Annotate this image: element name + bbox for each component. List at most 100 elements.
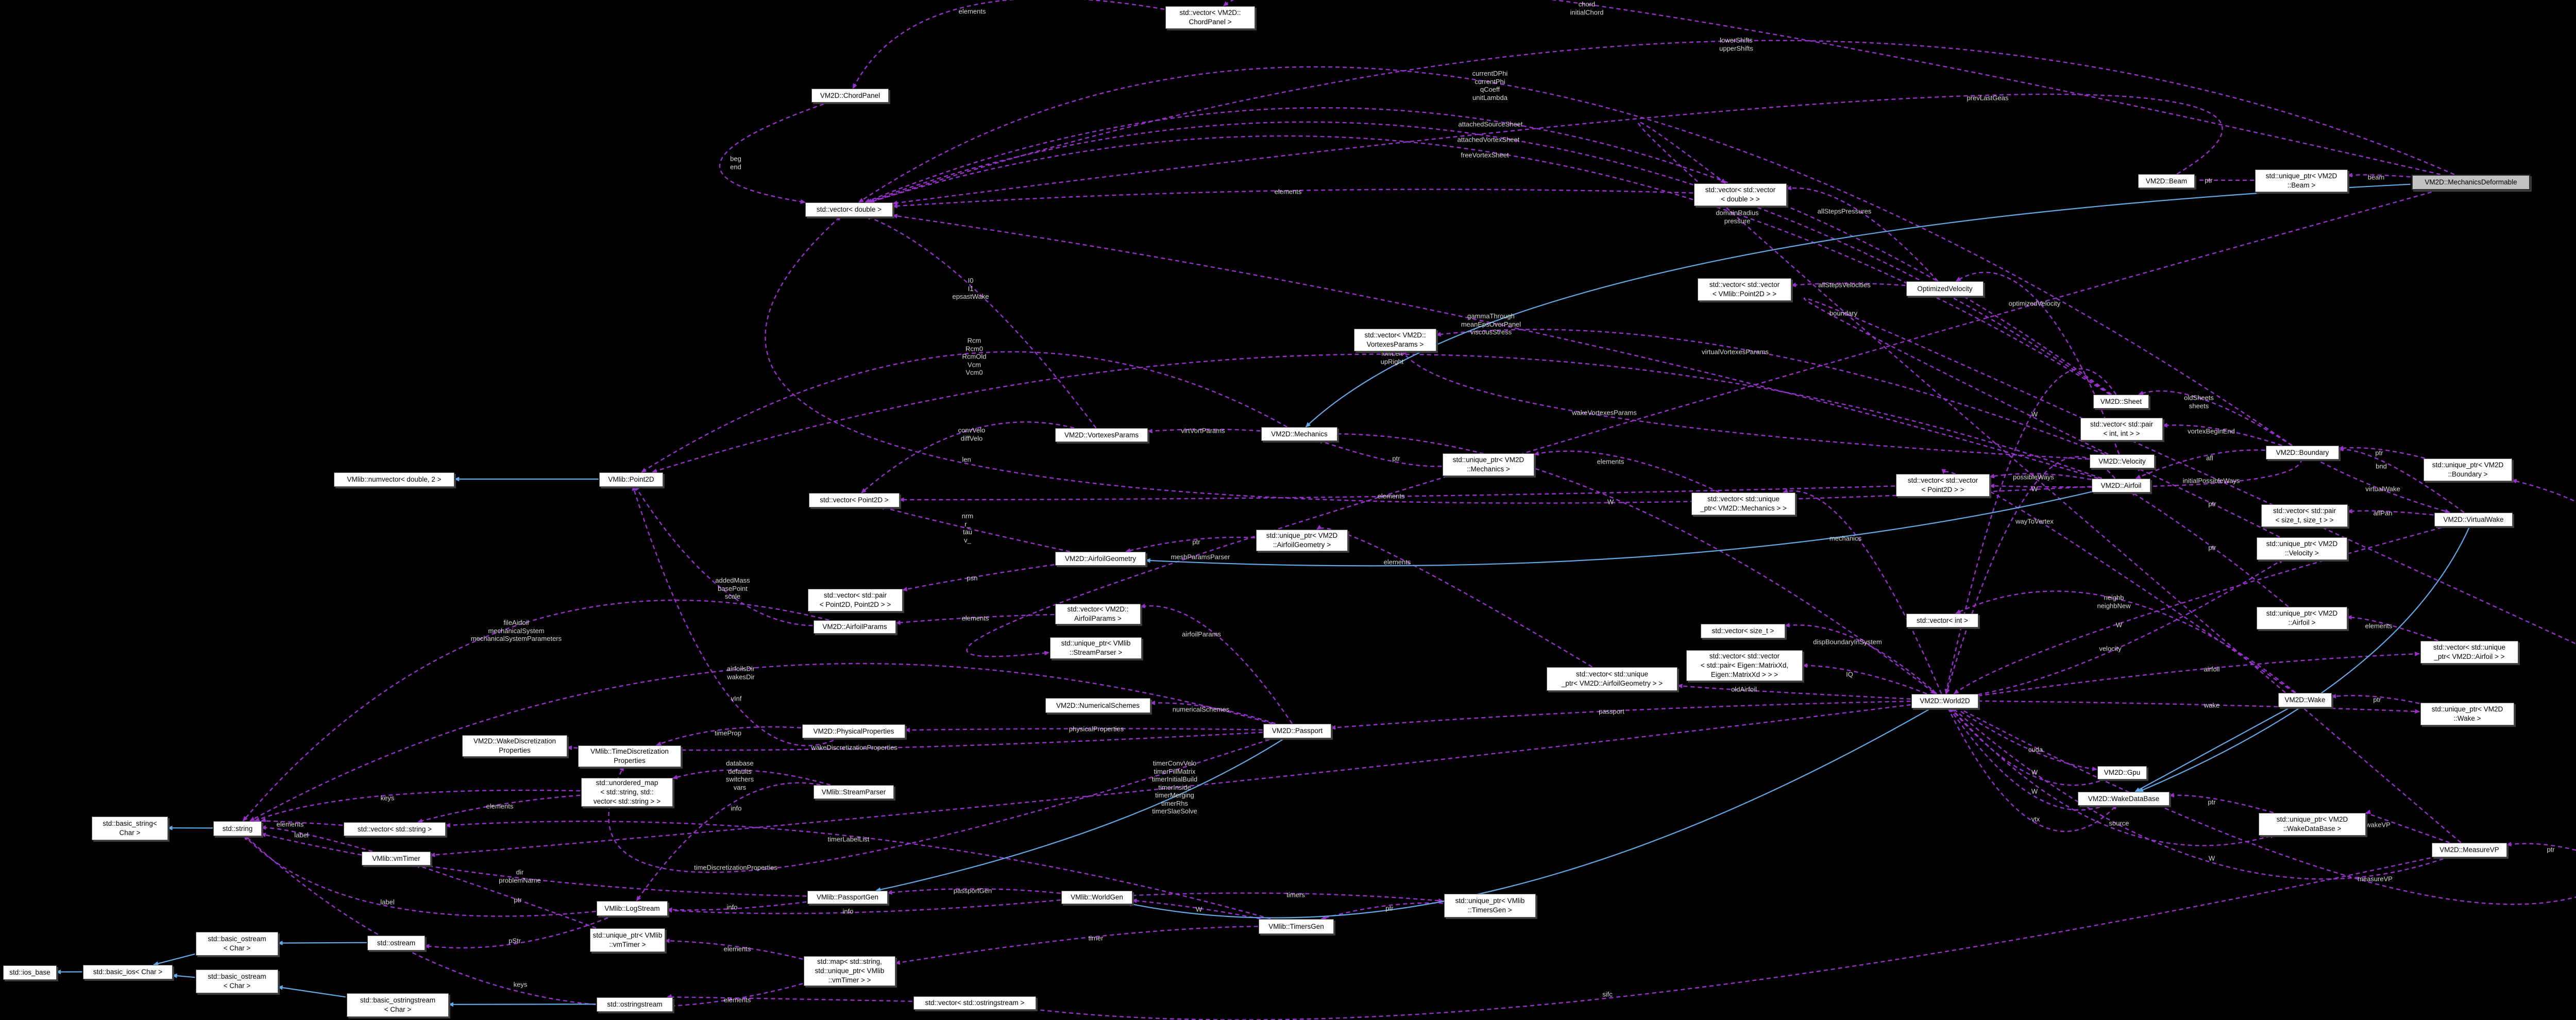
edge-wakedb-world2d: [1948, 707, 2107, 811]
edge-wake-vecvec_p2d: [1941, 469, 2295, 693]
node-vec_string[interactable]: std::vector< std::string >: [344, 822, 446, 836]
edge-measurevp-uptr_wakedb: [2365, 810, 2450, 843]
node-vortparams[interactable]: VM2D::VortexesParams: [1055, 428, 1148, 442]
node-worldgen[interactable]: VMlib::WorldGen: [1061, 891, 1132, 904]
node-uptr_timersgen[interactable]: std::unique_ptr< VMlib ::TimersGen >: [1444, 894, 1536, 917]
edge-passport-physprops: [905, 727, 1263, 733]
edge-world2d-worldgen: [1126, 707, 1933, 919]
edge-airfoil-vecvec_p2d: [1989, 473, 2092, 481]
edge-mechdef-vec_chordpanel: [1223, 0, 2441, 175]
node-string[interactable]: std::string: [213, 821, 262, 836]
node-basic_ostream2[interactable]: std::basic_ostream < Char >: [196, 970, 278, 993]
node-uptr_vmtimer[interactable]: std::unique_ptr< VMlib ::vmTimer >: [590, 928, 665, 952]
edge-world2d-vmtimer: [430, 704, 1911, 857]
node-basicstring[interactable]: std::basic_string< Char >: [92, 817, 168, 840]
node-basic_ostream1[interactable]: std::basic_ostream < Char >: [196, 932, 278, 956]
node-logstream[interactable]: VMlib::LogStream: [597, 901, 668, 916]
node-vec_pair_sizet[interactable]: std::vector< std::pair < size_t, size_t …: [2261, 504, 2348, 527]
node-uptr_airfoil[interactable]: std::unique_ptr< VM2D ::Airfoil >: [2257, 607, 2347, 630]
node-uptr_wakedb[interactable]: std::unique_ptr< VM2D ::WakeDataBase >: [2259, 813, 2366, 836]
node-vec_double[interactable]: std::vector< double >: [805, 202, 893, 217]
edge-uptr_velocity-velocity: [2135, 467, 2280, 538]
edge-velocity-vec_vortparams: [1401, 350, 2089, 460]
edge-world2d-uptr_velocity: [1978, 558, 2284, 695]
edge-streamparser-umap: [672, 769, 831, 786]
node-mechdef[interactable]: VM2D::MechanicsDeformable: [2412, 175, 2530, 190]
edge-passport-vec_afparams: [1140, 603, 1293, 724]
node-chordpanel[interactable]: VM2D::ChordPanel: [811, 89, 889, 103]
node-vecvec_double[interactable]: std::vector< std::vector < double > >: [1694, 183, 1787, 206]
node-oss[interactable]: std::ostringstream: [597, 997, 673, 1012]
node-vec_uptr_airfoil[interactable]: std::vector< std::unique _ptr< VM2D::Air…: [2420, 641, 2518, 664]
node-physprops[interactable]: VM2D::PhysicalProperties: [802, 724, 905, 738]
edge-mechanics-vortparams: [1147, 428, 1261, 434]
node-passport[interactable]: VM2D::Passport: [1263, 724, 1331, 738]
node-vec_uptr_afgeom[interactable]: std::vector< std::unique _ptr< VM2D::Air…: [1547, 667, 1677, 691]
node-timersgen[interactable]: VMlib::TimersGen: [1259, 919, 1334, 934]
node-afparams[interactable]: VM2D::AirfoilParams: [814, 620, 896, 634]
node-uptr_mech[interactable]: std::unique_ptr< VM2D ::Mechanics >: [1443, 453, 1534, 476]
node-sheet[interactable]: VM2D::Sheet: [2093, 395, 2149, 409]
node-ostream[interactable]: std::ostream: [367, 936, 425, 950]
node-afgeom[interactable]: VM2D::AirfoilGeometry: [1055, 552, 1146, 566]
node-airfoil[interactable]: VM2D::Airfoil: [2092, 479, 2150, 492]
node-vmtimer[interactable]: VMlib::vmTimer: [362, 852, 431, 865]
edge-passportgen-logstream: [667, 901, 807, 912]
edge-sheet-world2d: [1944, 368, 2117, 694]
node-point2d[interactable]: VMlib::Point2D: [599, 472, 663, 487]
node-vec_uptr_mech[interactable]: std::vector< std::unique _ptr< VM2D::Mec…: [1691, 492, 1795, 515]
node-vec_vortparams[interactable]: std::vector< VM2D:: VortexesParams >: [1354, 329, 1436, 351]
edge-airfoil-vec_double: [892, 213, 2099, 479]
node-measurevp[interactable]: VM2D::MeasureVP: [2432, 843, 2507, 857]
node-wakedb[interactable]: VM2D::WakeDataBase: [2078, 792, 2170, 806]
edge-vec_oss-oss: [667, 994, 912, 1002]
node-velocity[interactable]: VM2D::Velocity: [2090, 454, 2155, 468]
edge-mechdef-vec_double: [869, 40, 2455, 203]
edge-world2d-vec_uptr_airfoil: [1978, 651, 2420, 696]
node-vec_sizet[interactable]: std::vector< size_t >: [1701, 624, 1785, 638]
node-vecvec_vmlibp2d[interactable]: std::vector< std::vector < VMlib::Point2…: [1698, 278, 1791, 301]
node-passportgen[interactable]: VMlib::PassportGen: [807, 891, 888, 904]
edge-measurevp-vec_oss: [1028, 856, 2438, 1020]
node-mechanics[interactable]: VM2D::Mechanics: [1261, 427, 1337, 441]
edge-optvel-vecvec_vmlibp2d: [1790, 282, 1906, 287]
node-boundary[interactable]: VM2D::Boundary: [2266, 446, 2339, 460]
node-gpu[interactable]: VM2D::Gpu: [2097, 766, 2147, 779]
node-wakediscr[interactable]: VM2D::WakeDiscretization Properties: [462, 735, 567, 757]
node-uptr_wake[interactable]: std::unique_ptr< VM2D ::Wake >: [2420, 703, 2514, 725]
node-vecvec_p2d[interactable]: std::vector< std::vector < Point2D > >: [1896, 474, 1990, 497]
node-wake[interactable]: VM2D::Wake: [2278, 693, 2332, 707]
node-uptr_streamparser[interactable]: std::unique_ptr< VMlib ::StreamParser >: [1050, 637, 1142, 659]
edge-map_timer-string: [244, 835, 803, 1008]
edge-vec_string-string: [260, 818, 343, 826]
node-optvel[interactable]: OptimizedVelocity: [1906, 281, 1984, 296]
node-vecvec_eigen[interactable]: std::vector< std::vector < std::pair< Ei…: [1686, 650, 1803, 681]
node-numschemes[interactable]: VM2D::NumericalSchemes: [1045, 698, 1150, 713]
node-map_timer[interactable]: std::map< std::string, std::unique_ptr< …: [804, 956, 895, 986]
node-uptr_velocity[interactable]: std::unique_ptr< VM2D ::Velocity >: [2257, 537, 2347, 560]
node-numvector[interactable]: VMlib::numvector< double, 2 >: [334, 472, 454, 487]
edge-vecvec_double-vec_double: [892, 189, 1693, 209]
node-vec_chordpanel[interactable]: std::vector< VM2D:: ChordPanel >: [1165, 6, 1255, 29]
node-vec_int[interactable]: std::vector< int >: [1906, 614, 1978, 627]
node-uptr_afgeom[interactable]: std::unique_ptr< VM2D ::AirfoilGeometry …: [1256, 530, 1348, 551]
edge-uptr_timersgen-timersgen: [1320, 902, 1444, 920]
node-virtualwake[interactable]: VM2D::VirtualWake: [2434, 513, 2513, 526]
node-streamparser[interactable]: VMlib::StreamParser: [814, 785, 894, 799]
node-vec_pair_p2d[interactable]: std::vector< std::pair < Point2D, Point2…: [808, 589, 903, 611]
node-vec_afparams[interactable]: std::vector< VM2D:: AirfoilParams >: [1055, 604, 1141, 624]
node-uptr_beam[interactable]: std::unique_ptr< VM2D ::Beam >: [2255, 169, 2348, 192]
node-vec_oss[interactable]: std::vector< std::ostringstream >: [913, 996, 1036, 1010]
node-umap[interactable]: std::unordered_map < std::string, std:: …: [581, 778, 673, 807]
node-beam[interactable]: VM2D::Beam: [2138, 174, 2195, 188]
node-vec_point2d[interactable]: std::vector< Point2D >: [809, 493, 900, 507]
edge-vec_uptr_mech-uptr_mech: [1533, 450, 1720, 493]
node-uptr_boundary[interactable]: std::unique_ptr< VM2D ::Boundary >: [2424, 458, 2512, 481]
node-vec_pair_int[interactable]: std::vector< std::pair < int, int > >: [2080, 418, 2163, 440]
node-basic_osstream[interactable]: std::basic_ostringstream < Char >: [347, 993, 449, 1017]
edge-boundary-airfoil: [2135, 449, 2265, 479]
node-iosbase[interactable]: std::ios_base: [3, 965, 57, 980]
node-world2d[interactable]: VM2D::World2D: [1911, 694, 1978, 708]
node-timediscr[interactable]: VMlib::TimeDiscretization Properties: [578, 745, 681, 767]
node-basicios[interactable]: std::basic_ios< Char >: [83, 965, 173, 979]
